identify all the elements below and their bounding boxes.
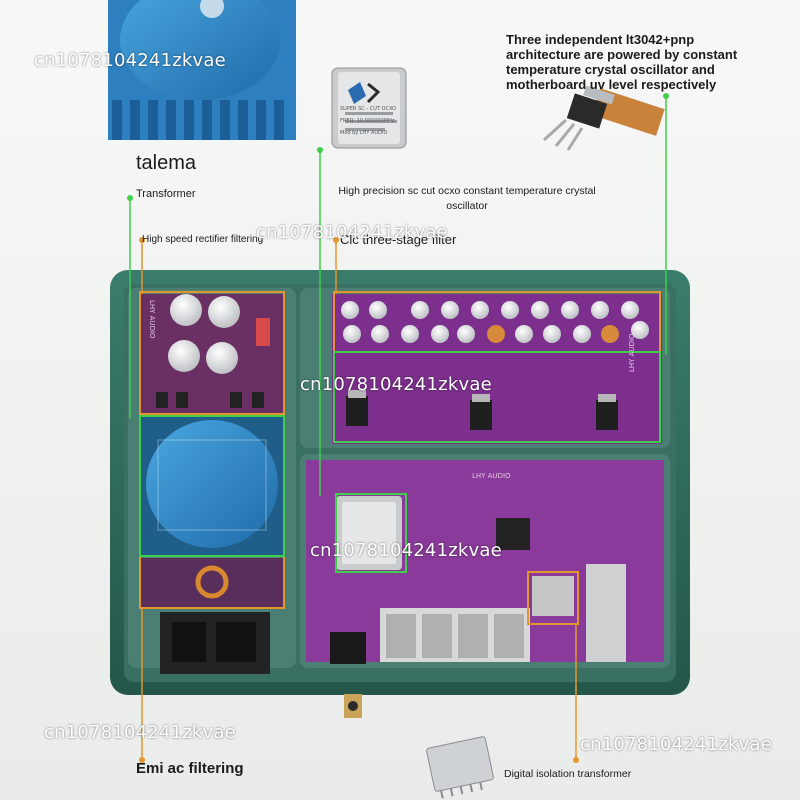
watermark-2: cn1078104241zkvae	[256, 222, 448, 243]
ocxo-highlight	[335, 493, 407, 573]
watermark-6: cn1078104241zkvae	[580, 734, 772, 755]
rectifier-pcb	[140, 294, 284, 414]
clc-filter-pcb	[332, 294, 662, 444]
ocxo-chip-icon	[331, 67, 407, 149]
emi-label: Emi ac filtering	[136, 760, 244, 777]
ocxo-made-text: Mod by LHY AUDIO	[340, 130, 387, 136]
silk-lhy-audio-2: LHY AUDIO	[628, 333, 636, 372]
ocxo-freq-text: FREQ: 10.000000MHz	[340, 118, 395, 124]
ldo-regulator-icon	[542, 85, 665, 151]
lt3042-label: Three independent lt3042+pnp architectur…	[506, 32, 738, 92]
ldo-highlight	[333, 351, 661, 443]
emi-section	[140, 558, 284, 674]
watermark-4: cn1078104241zkvae	[310, 540, 502, 561]
talema-label: talema	[136, 152, 197, 174]
watermark-3: cn1078104241zkvae	[300, 374, 492, 395]
green-highlight-boxes	[139, 351, 661, 573]
rectifier-label: High speed rectifier filtering	[142, 234, 264, 245]
rectifier-highlight	[139, 291, 285, 415]
ocxo-label: High precision sc cut ocxo constant temp…	[338, 185, 596, 212]
silk-lhy-audio-1: LHY AUDIO	[148, 300, 156, 339]
watermark-1: cn1078104241zkvae	[34, 50, 226, 71]
leader-lines	[127, 93, 669, 763]
watermark-5: cn1078104241zkvae	[44, 722, 236, 743]
transformer-highlight	[139, 415, 285, 557]
digital-isolation-label: Digital isolation transformer	[504, 768, 632, 780]
main-pcb	[306, 460, 664, 664]
rca-connector-icon	[344, 694, 362, 718]
ocxo-brand-text: SUPER SC - CUT OCXO	[340, 106, 396, 112]
isolation-transformer-icon	[426, 736, 494, 799]
silk-lhy-audio-3: LHY AUDIO	[472, 472, 511, 480]
transformer-photo-icon	[108, 0, 296, 140]
transformer-label: Transformer	[136, 188, 196, 200]
case-transformer	[140, 416, 284, 556]
clc-label: Clc three-stage filter	[340, 232, 457, 247]
digital-isolation-highlight	[527, 571, 579, 625]
